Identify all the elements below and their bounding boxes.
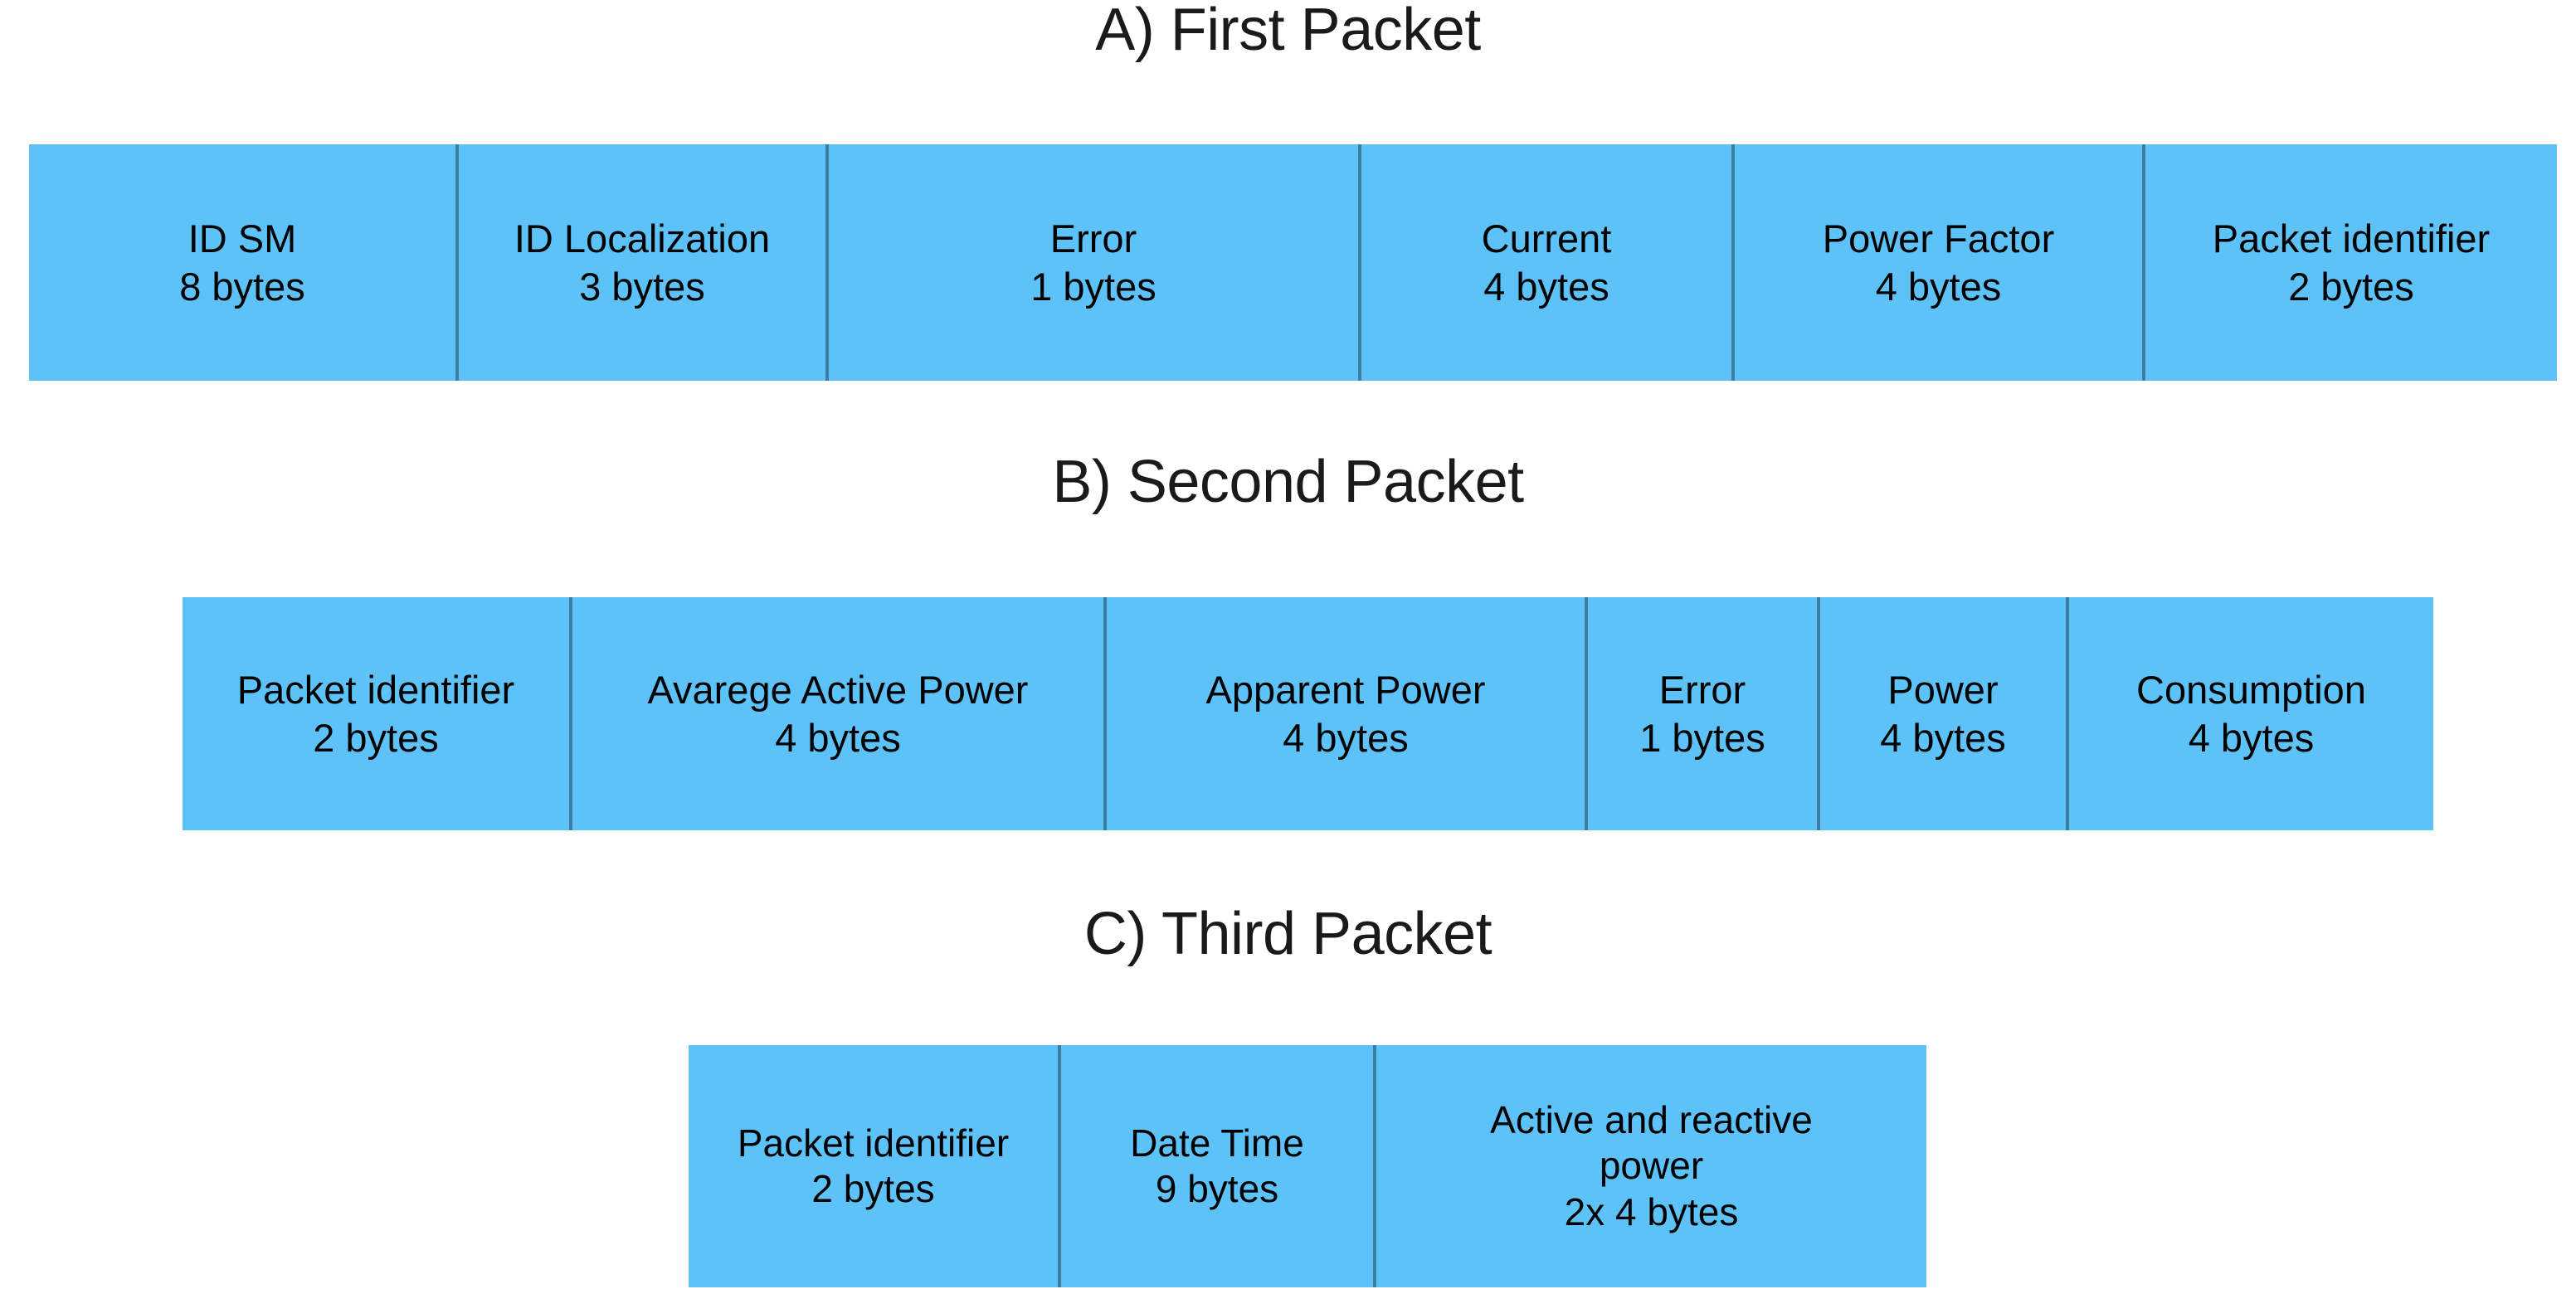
field-size: 9 bytes bbox=[1155, 1167, 1279, 1210]
section-c-title: C) Third Packet bbox=[1083, 901, 1493, 967]
packet-field-cell: Error 1 bytes bbox=[825, 144, 1358, 381]
section-b-title: B) Second Packet bbox=[1052, 449, 1524, 515]
field-size: 4 bytes bbox=[775, 715, 901, 760]
field-name: Power bbox=[1887, 668, 1999, 713]
field-name: Error bbox=[1049, 216, 1137, 261]
field-size: 4 bytes bbox=[1875, 264, 2002, 309]
packet-field-cell: Power Factor 4 bytes bbox=[1731, 144, 2142, 381]
packet-field-cell: ID SM 8 bytes bbox=[29, 144, 455, 381]
field-name: Active and reactive power bbox=[1490, 1098, 1813, 1188]
field-size: 4 bytes bbox=[2188, 715, 2315, 760]
field-name: Packet identifier bbox=[236, 668, 515, 713]
packet-field-cell: Packet identifier 2 bytes bbox=[183, 597, 569, 830]
packet-field-cell: Packet identifier 2 bytes bbox=[2142, 144, 2557, 381]
field-name: ID Localization bbox=[514, 216, 771, 261]
field-size: 2x 4 bytes bbox=[1564, 1189, 1739, 1233]
packet-field-cell: Error 1 bytes bbox=[1585, 597, 1817, 830]
field-size: 8 bytes bbox=[179, 264, 305, 309]
field-name: Consumption bbox=[2136, 668, 2366, 713]
field-size: 2 bytes bbox=[313, 715, 439, 760]
field-name: Packet identifier bbox=[737, 1121, 1010, 1165]
first-packet-row: ID SM 8 bytes ID Localization 3 bytes Er… bbox=[29, 144, 2557, 381]
field-size: 3 bytes bbox=[579, 264, 705, 309]
packet-field-cell: Avarege Active Power 4 bytes bbox=[569, 597, 1103, 830]
third-packet-row: Packet identifier 2 bytes Date Time 9 by… bbox=[689, 1045, 1926, 1287]
packet-field-cell: Date Time 9 bytes bbox=[1058, 1045, 1373, 1287]
field-size: 4 bytes bbox=[1483, 264, 1609, 309]
second-packet-row: Packet identifier 2 bytes Avarege Active… bbox=[183, 597, 2433, 830]
field-name: Date Time bbox=[1130, 1121, 1304, 1165]
packet-field-cell: Power 4 bytes bbox=[1817, 597, 2066, 830]
field-name: Avarege Active Power bbox=[647, 668, 1029, 713]
field-name: Current bbox=[1481, 216, 1612, 261]
field-size: 1 bytes bbox=[1639, 715, 1765, 760]
field-name: ID SM bbox=[187, 216, 297, 261]
field-name: Apparent Power bbox=[1205, 668, 1486, 713]
field-name: Error bbox=[1658, 668, 1746, 713]
packet-field-cell: Current 4 bytes bbox=[1358, 144, 1731, 381]
field-size: 4 bytes bbox=[1880, 715, 2006, 760]
field-name: Power Factor bbox=[1822, 216, 2055, 261]
packet-field-cell: ID Localization 3 bytes bbox=[455, 144, 825, 381]
field-name: Packet identifier bbox=[2212, 216, 2491, 261]
section-a-title: A) First Packet bbox=[1095, 0, 1481, 63]
packet-field-cell: Apparent Power 4 bytes bbox=[1103, 597, 1585, 830]
packet-field-cell: Active and reactive power 2x 4 bytes bbox=[1373, 1045, 1926, 1287]
packet-field-cell: Consumption 4 bytes bbox=[2066, 597, 2433, 830]
packet-field-cell: Packet identifier 2 bytes bbox=[689, 1045, 1058, 1287]
field-size: 1 bytes bbox=[1030, 264, 1157, 309]
field-size: 2 bytes bbox=[811, 1167, 935, 1210]
field-size: 2 bytes bbox=[2288, 264, 2414, 309]
field-size: 4 bytes bbox=[1283, 715, 1409, 760]
